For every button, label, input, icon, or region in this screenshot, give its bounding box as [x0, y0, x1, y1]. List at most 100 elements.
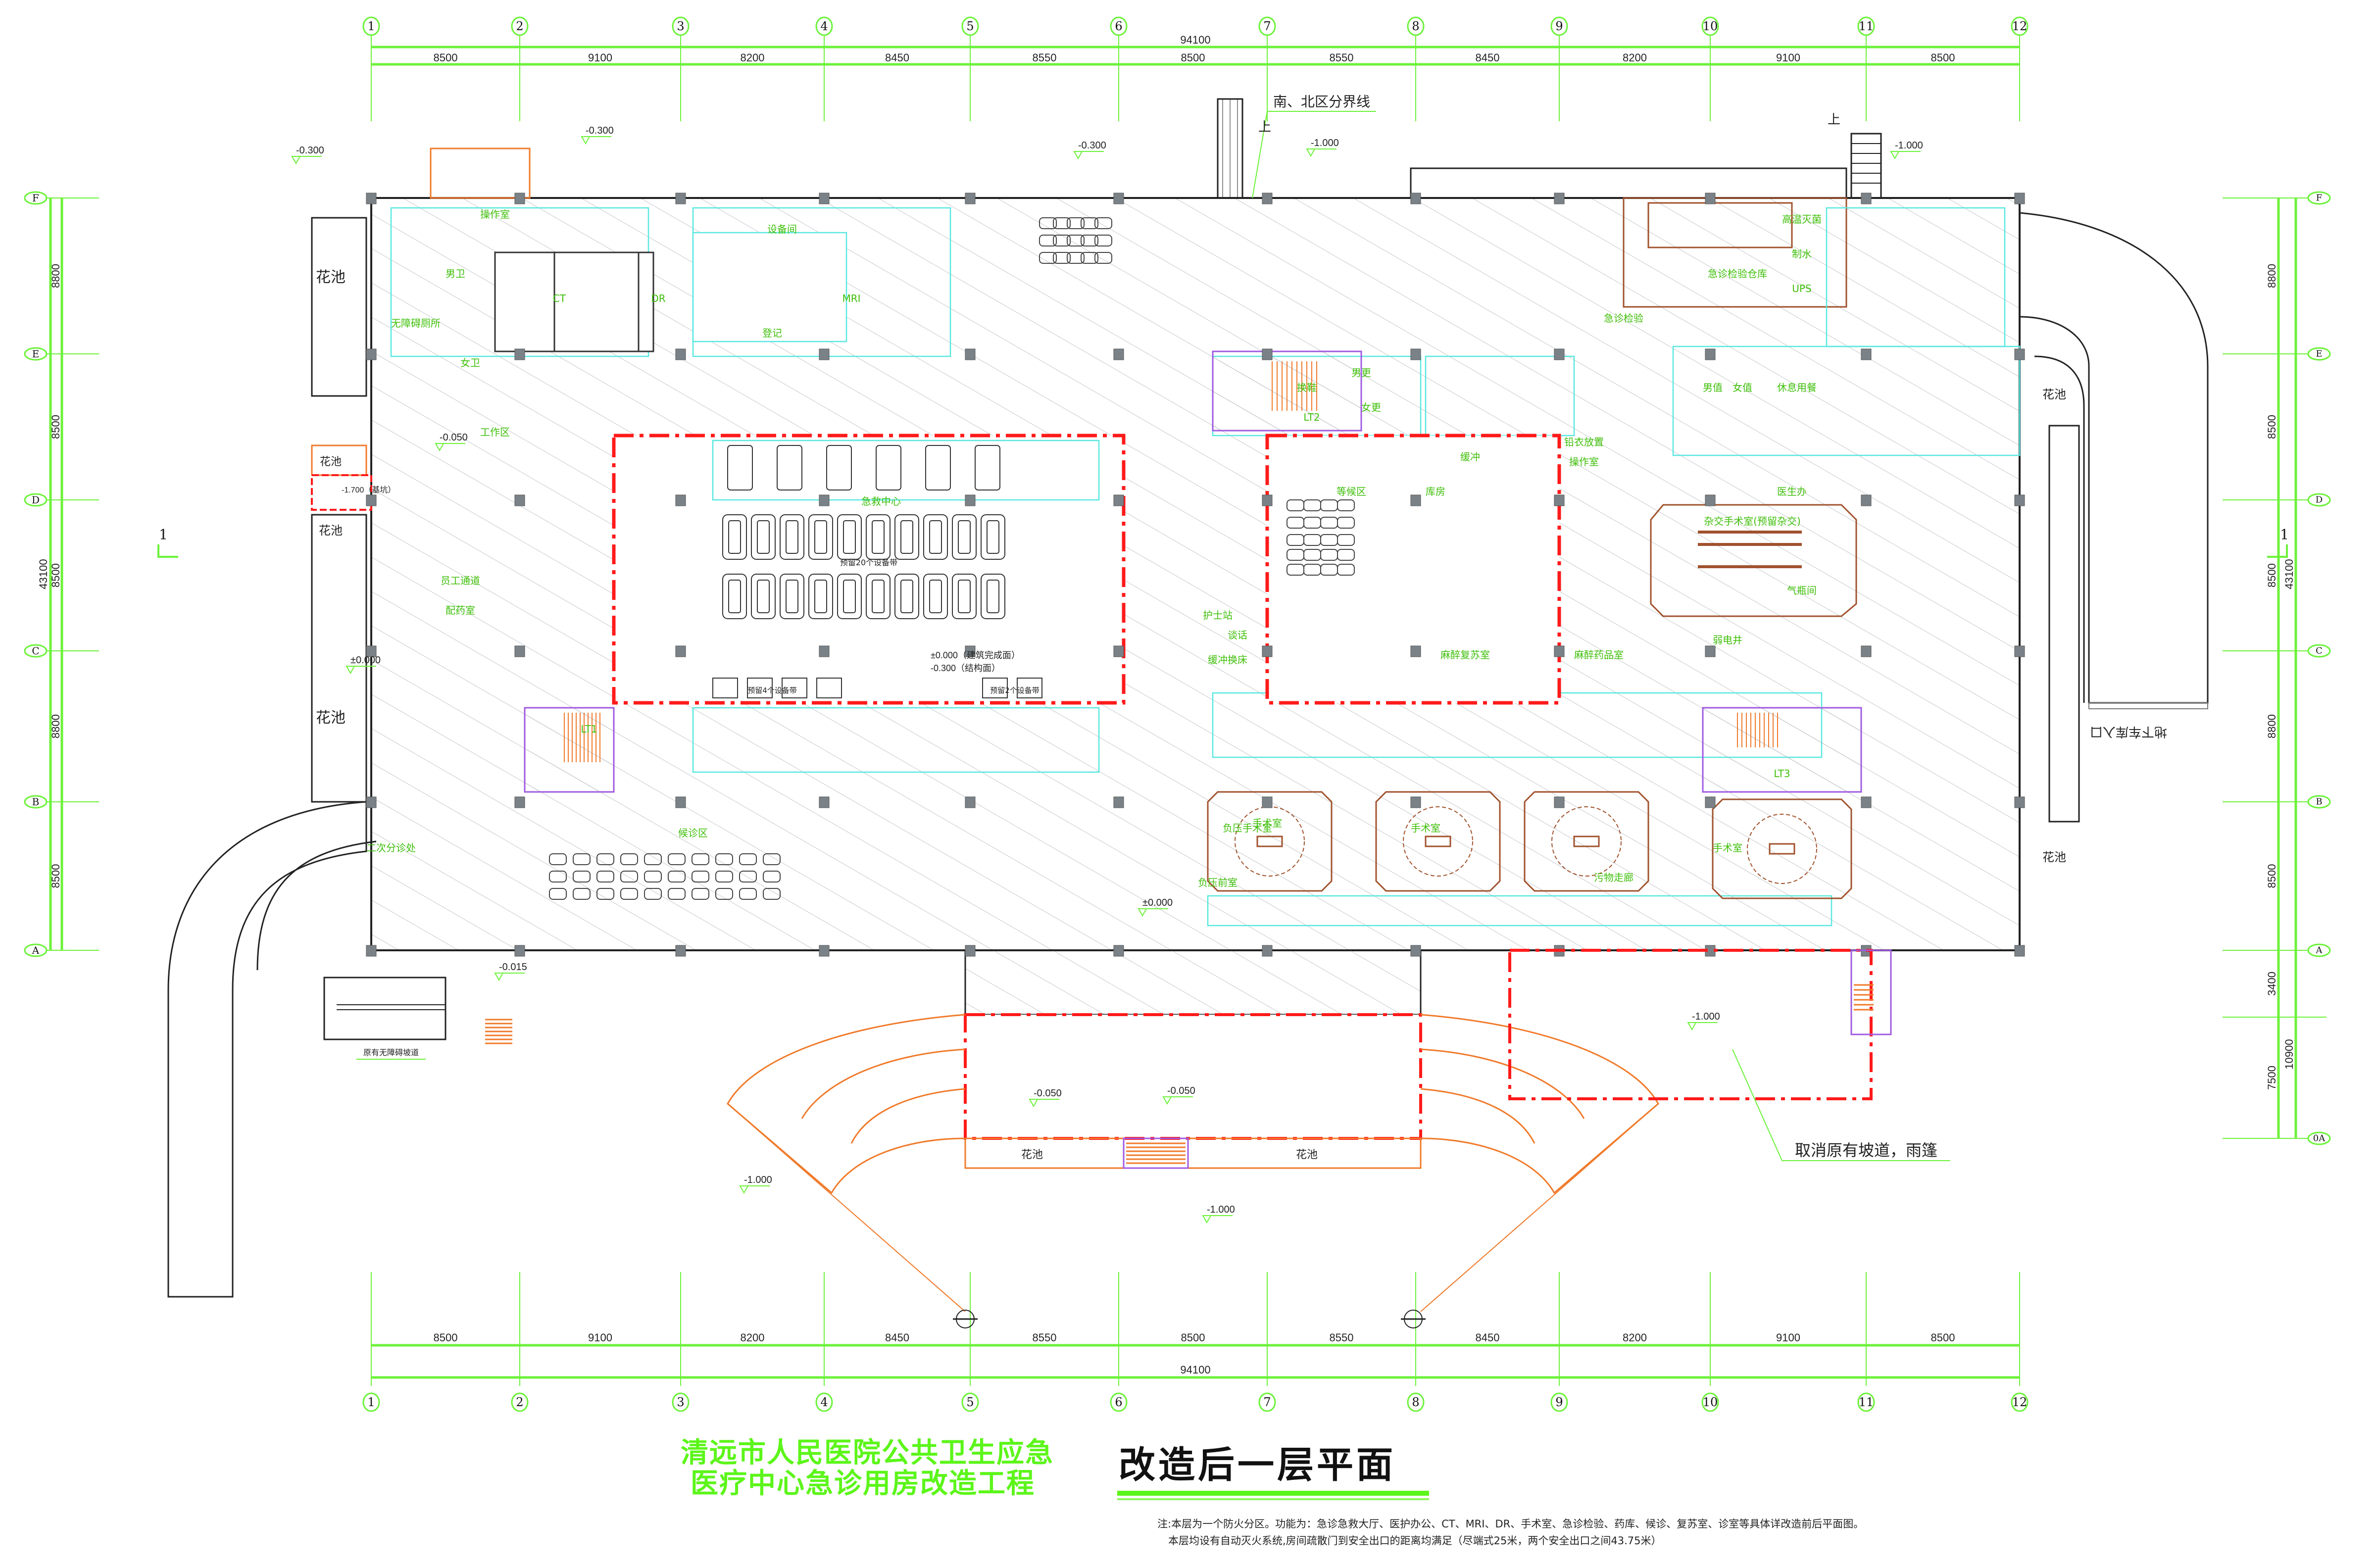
right-axis-label: A [2316, 945, 2323, 956]
room-label: 换鞋 [1297, 382, 1317, 393]
isolation-bed [777, 445, 802, 490]
top-axis-label: 5 [966, 19, 974, 33]
column [1705, 348, 1716, 360]
datum-finish: ±0.000（建筑完成面） [931, 650, 1020, 660]
bottom-axis-label: 3 [677, 1395, 684, 1409]
waiting-chair [620, 888, 638, 900]
column [2014, 645, 2025, 657]
waiting-chair [1067, 217, 1085, 229]
column [675, 348, 686, 360]
elevation-value: -0.050 [1167, 1085, 1195, 1096]
emergency-bed [923, 574, 948, 619]
operating-table [1573, 835, 1600, 847]
room-label: 急诊检验 [1604, 312, 1643, 324]
right-axis-label: F [2316, 193, 2323, 203]
bottom-span-dim: 9100 [1776, 1331, 1800, 1344]
axis-bubble [2307, 795, 2331, 809]
left-total-dim: 43100 [37, 559, 50, 589]
right-axis-label: C [2316, 646, 2323, 656]
emergency-bed [837, 514, 862, 560]
axis-bubble [2011, 16, 2029, 36]
bed-band-center: 预留20个设备带 [840, 558, 897, 567]
top-span-dim: 8550 [1033, 51, 1057, 64]
column [1113, 645, 1124, 657]
bottom-axis-label: 6 [1115, 1395, 1122, 1409]
axis-bubble [1701, 1392, 1719, 1412]
drawing-title: 改造后一层平面 [1119, 1444, 1396, 1486]
column [2014, 796, 2025, 808]
left-axis-label: B [32, 796, 40, 808]
top-axis-label: 7 [1263, 19, 1271, 33]
bed-mattress [728, 580, 741, 613]
bottom-total-dim: 94100 [1180, 1364, 1210, 1376]
top-span-dim: 9100 [1776, 51, 1800, 64]
top-axis-grid: 9410018500291003820048450585506850078550… [362, 16, 2029, 121]
column [514, 494, 525, 506]
waiting-chair [620, 871, 638, 882]
right-axis-label: B [2316, 797, 2322, 807]
top-axis-label: 2 [516, 19, 523, 33]
column [1705, 494, 1716, 506]
bottom-span-dim: 8500 [1931, 1331, 1955, 1344]
column [1262, 945, 1273, 957]
bottom-span-dim: 8450 [1476, 1331, 1500, 1344]
waiting-chair [763, 853, 781, 865]
emergency-bed [780, 514, 804, 560]
axis-bubble [672, 1392, 690, 1412]
column [1262, 494, 1273, 506]
elevation-value: -0.050 [1034, 1088, 1062, 1099]
elevation-value: -1.000 [1207, 1204, 1235, 1215]
left-axis-label: F [32, 192, 39, 204]
elevation-triangle [346, 666, 355, 675]
right-span-dim: 8500 [2266, 415, 2278, 439]
elevation-value: -1.000 [1692, 1011, 1720, 1022]
axis-bubble [1407, 16, 1425, 36]
emergency-bed [722, 574, 747, 619]
axis-bubble [511, 16, 529, 36]
project-name-line1: 清远市人民医院公共卫生应急 [681, 1437, 1054, 1469]
operating-table [1769, 843, 1795, 855]
column [366, 945, 377, 957]
bed-mattress [814, 580, 827, 613]
emergency-bed [894, 574, 919, 619]
column [514, 193, 525, 204]
elevation-value: -1.000 [1895, 140, 1923, 151]
room-label: 负压手术室 [1223, 822, 1272, 834]
elevation-triangle [1306, 148, 1316, 157]
bed-mattress [786, 580, 798, 613]
room-label: LT2 [1303, 411, 1320, 423]
up-label-1: 上 [1258, 120, 1271, 135]
waiting-chair [739, 853, 757, 865]
flower-bed-label-7: 花池 [1021, 1149, 1043, 1161]
surgical-light-circle [1403, 806, 1473, 877]
elevation-triangle [1073, 151, 1083, 160]
emergency-bed [751, 514, 776, 560]
room-label: 休息用餐 [1777, 382, 1817, 393]
bottom-axis-grid: 9410018500291003820048450585506850078550… [362, 1272, 2029, 1412]
structural-columns [366, 193, 2025, 957]
top-span-dim: 8450 [885, 51, 909, 64]
stair-lt2 [1212, 350, 1362, 432]
emergency-bed [780, 574, 804, 619]
stair-lt3 [1702, 707, 1862, 793]
left-axis-label: E [32, 348, 40, 360]
top-span-dim: 8500 [434, 51, 458, 64]
axis-bubble [1258, 16, 1276, 36]
column [675, 945, 686, 957]
right-total-dim: 43100 [2283, 559, 2295, 589]
bottom-axis-label: 1 [367, 1395, 375, 1409]
column [2014, 494, 2025, 506]
section-mark-left: 1 [159, 527, 168, 543]
left-curved-ramp [167, 801, 377, 1298]
bottom-span-dim: 8500 [434, 1331, 458, 1344]
column [1113, 796, 1124, 808]
elevation-triangle [739, 1185, 749, 1194]
emergency-bed [981, 514, 1005, 560]
column [1410, 193, 1421, 204]
bottom-axis-label: 8 [1412, 1395, 1419, 1409]
column [819, 945, 830, 957]
top-axis-label: 10 [1703, 19, 1718, 33]
flower-bed-label-3: 花池 [319, 524, 343, 538]
column [675, 796, 686, 808]
